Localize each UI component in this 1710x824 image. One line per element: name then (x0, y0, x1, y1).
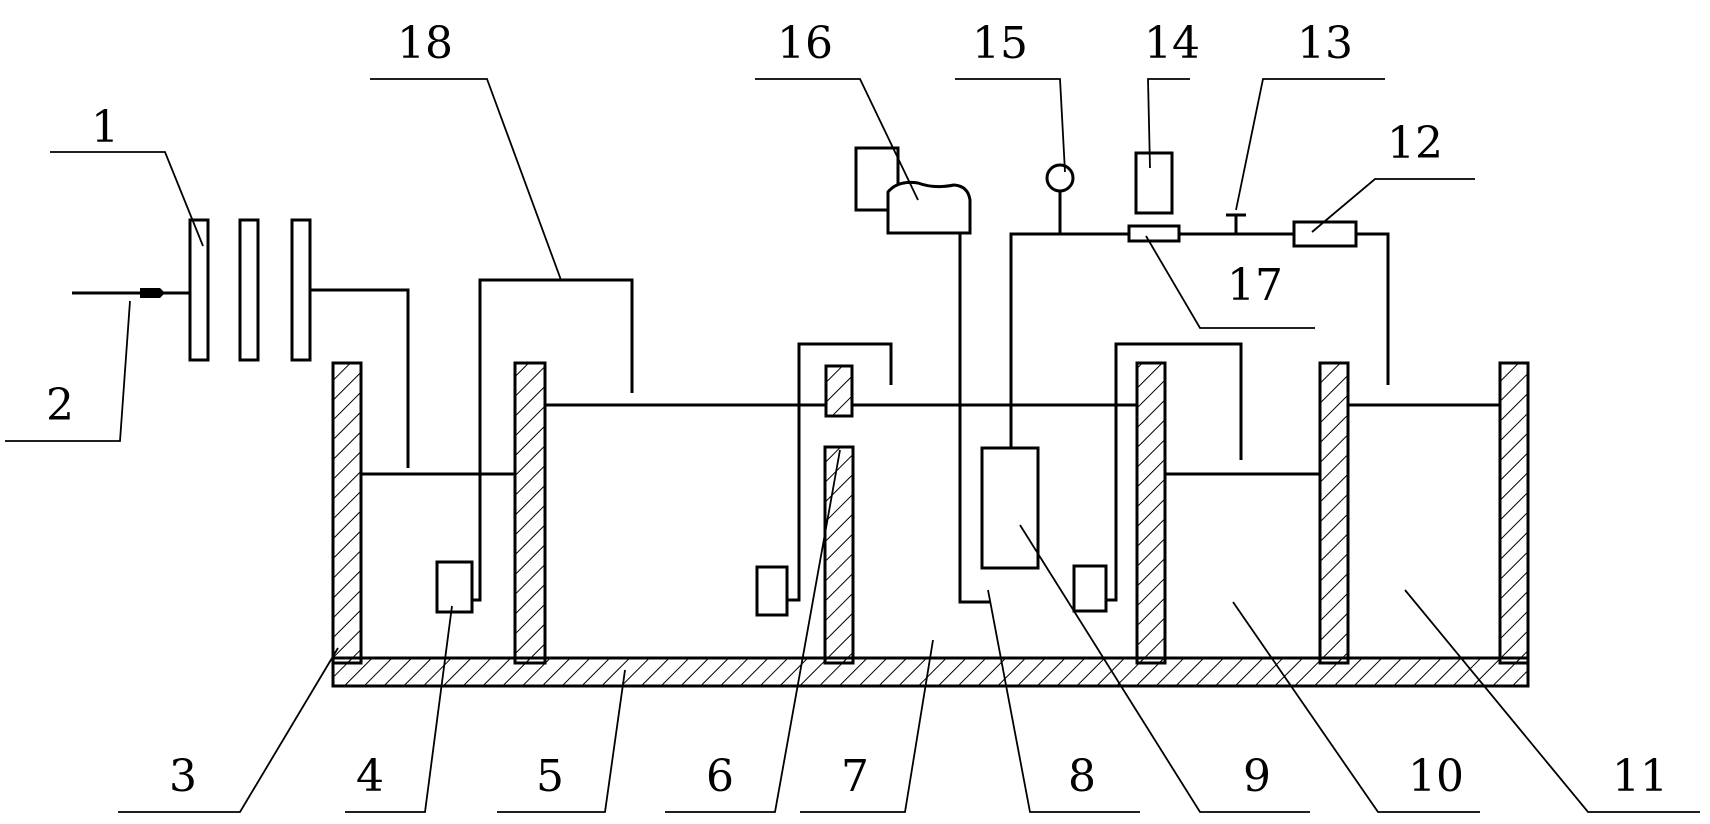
pump-5-pipe (787, 342, 893, 602)
leader-7 (800, 639, 934, 813)
callout-labels: 1 2 3 4 5 6 7 8 9 10 11 12 13 14 15 16 1… (46, 18, 1668, 802)
electrode-plate-c (290, 218, 312, 362)
callout-12: 12 (1387, 118, 1443, 169)
leader-14 (1147, 78, 1190, 169)
leader-15 (955, 78, 1066, 173)
leader-17 (1145, 235, 1315, 329)
electrode-plate-a (188, 218, 210, 362)
callout-3: 3 (169, 751, 197, 802)
leader-18 (370, 78, 562, 281)
feed-pipe (310, 288, 410, 468)
blower-base-14 (1127, 224, 1181, 243)
callout-16: 16 (777, 18, 833, 69)
overflow-plug-6 (824, 364, 854, 418)
callout-6: 6 (706, 751, 734, 802)
electrode-plates (188, 218, 312, 362)
leader-lines (5, 78, 1700, 813)
callout-18: 18 (397, 18, 453, 69)
pump-4 (435, 560, 474, 614)
callout-15: 15 (972, 18, 1028, 69)
leader-1 (50, 151, 204, 247)
pump-chamber-5 (755, 565, 789, 617)
callout-9: 9 (1243, 751, 1271, 802)
aerator-housing-16 (886, 180, 972, 235)
leader-4 (345, 605, 453, 813)
inlet-nozzle (140, 288, 165, 298)
leader-9 (1019, 524, 1310, 813)
tank-wall-left (331, 361, 363, 665)
tank-body (331, 361, 1530, 688)
callout-8: 8 (1068, 751, 1096, 802)
tank-wall-right (1498, 361, 1530, 665)
leader-10 (1232, 601, 1480, 813)
aerator-pipe-8 (958, 233, 990, 604)
membrane-module-9 (980, 446, 1040, 570)
tank-wall-3 (1135, 361, 1167, 665)
callout-7: 7 (841, 751, 869, 802)
electrode-plate-b (238, 218, 260, 362)
leader-2 (5, 300, 131, 442)
leader-16 (755, 78, 919, 201)
leader-8 (987, 589, 1140, 813)
blower-14 (1134, 151, 1174, 215)
flowmeter-12 (1292, 220, 1358, 248)
callout-14: 14 (1144, 18, 1200, 69)
pump-8-pipe (1106, 342, 1243, 602)
leader-6 (665, 449, 841, 813)
callout-13: 13 (1297, 18, 1353, 69)
leader-11 (1404, 589, 1700, 813)
callout-4: 4 (356, 751, 384, 802)
tank-wall-4 (1318, 361, 1350, 665)
callout-2: 2 (46, 380, 74, 431)
tank-wall-1 (513, 361, 547, 665)
callout-5: 5 (536, 751, 564, 802)
callout-10: 10 (1408, 751, 1464, 802)
water-levels (361, 403, 1500, 476)
leader-12 (1311, 178, 1475, 233)
tank-wall-2 (823, 445, 855, 665)
pressure-gauge-15 (1045, 163, 1075, 193)
pipe-18 (472, 278, 634, 602)
callout-1: 1 (91, 102, 119, 153)
leader-5 (497, 669, 626, 813)
callout-11: 11 (1612, 751, 1668, 802)
callout-17: 17 (1227, 260, 1283, 311)
leader-3 (118, 647, 339, 813)
leader-13 (1235, 78, 1385, 211)
flowmeter-outlet-pipe (1356, 232, 1390, 385)
pump-chamber-8 (1072, 564, 1108, 613)
